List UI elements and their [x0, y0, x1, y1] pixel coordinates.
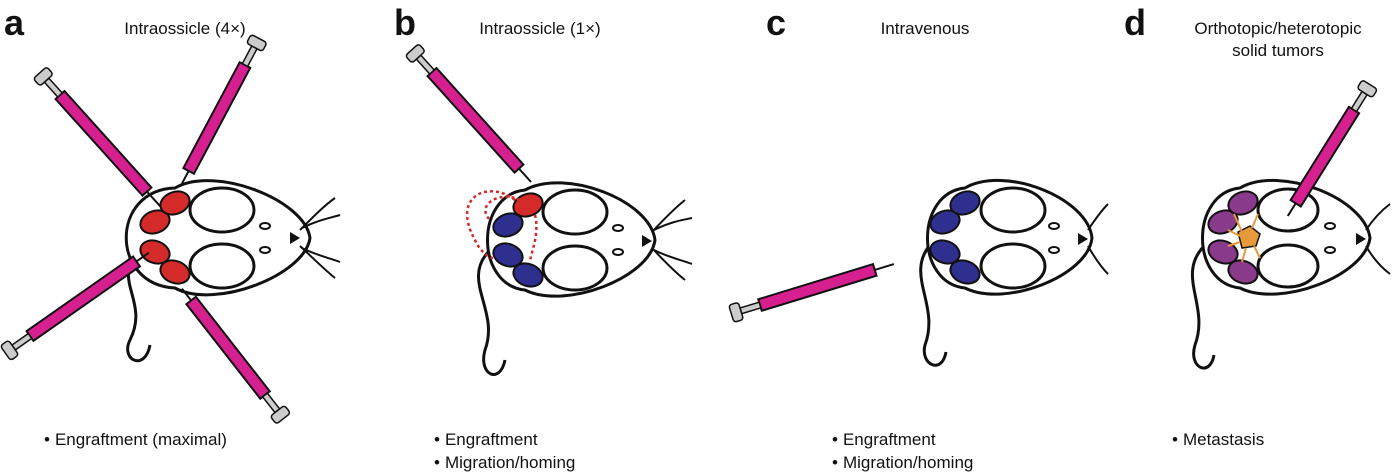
panel-title: Intravenous [880, 19, 970, 38]
ossicles [929, 190, 981, 285]
syringe [405, 44, 532, 183]
mouse-body [1190, 178, 1391, 370]
ossicles [492, 192, 544, 288]
panel-title-line: Orthotopic/heterotopic [1194, 19, 1362, 38]
syringe [0, 252, 150, 361]
bullet-item: Engraftment [832, 428, 973, 451]
ossicle [159, 259, 191, 285]
bullet-list: Metastasis [1172, 428, 1264, 451]
ossicle [139, 209, 171, 235]
panel-letter: a [4, 2, 25, 43]
ossicle [1227, 259, 1259, 285]
migration-arrows [465, 190, 538, 263]
panel-d: d Orthotopic/heterotopic solid tumors [1110, 0, 1395, 474]
syringe [180, 34, 267, 185]
bullet-list: Engraftment Migration/homing [832, 428, 973, 474]
ossicle [512, 192, 544, 218]
bullet-list: Engraftment (maximal) [44, 428, 227, 451]
mouse-diagram-a [0, 34, 341, 424]
ossicle [492, 242, 524, 268]
bullet-item: Migration/homing [832, 451, 973, 474]
panel-letter: d [1124, 2, 1146, 43]
panel-letter: b [394, 2, 416, 43]
mouse-body [477, 181, 693, 376]
mouse-body [919, 178, 1109, 367]
panel-b: b Intraossicle (1×) [390, 0, 730, 474]
ossicle [512, 262, 544, 288]
panel-title: Orthotopic/heterotopic solid tumors [1168, 18, 1388, 62]
ossicles [1207, 190, 1259, 285]
bullet-list: Engraftment Migration/homing [434, 428, 575, 474]
ossicle [929, 239, 961, 265]
syringe [33, 67, 162, 208]
bullet-item: Migration/homing [434, 451, 575, 474]
mouse-diagram-b [405, 44, 693, 376]
syringe [1286, 80, 1378, 217]
mouse-diagram-c [728, 178, 1109, 367]
panel-title-line: solid tumors [1232, 41, 1324, 60]
ossicle [949, 190, 981, 216]
ossicle [159, 190, 191, 216]
bullet-item: Engraftment [434, 428, 575, 451]
syringe [181, 288, 291, 424]
ossicle [929, 209, 961, 235]
panel-c: c Intravenous Engraftment Migration/hom [728, 0, 1110, 474]
ossicle [492, 212, 524, 238]
bullet-item: Metastasis [1172, 428, 1264, 451]
panel-title: Intraossicle (4×) [124, 19, 246, 38]
ossicle [139, 239, 171, 265]
panel-a: a Intraossicle (4×) [0, 0, 350, 474]
mouse-body [124, 179, 341, 363]
ossicles [139, 190, 191, 285]
ossicle [1227, 190, 1259, 216]
syringe [728, 262, 895, 323]
metastasis-arrows [1227, 213, 1261, 263]
mouse-diagram-d [1190, 80, 1391, 370]
panel-letter: c [766, 2, 787, 43]
ossicle [949, 259, 981, 285]
panel-title: Intraossicle (1×) [479, 19, 601, 38]
bullet-item: Engraftment (maximal) [44, 428, 227, 451]
tumor [1237, 225, 1261, 249]
ossicle [1207, 209, 1239, 235]
